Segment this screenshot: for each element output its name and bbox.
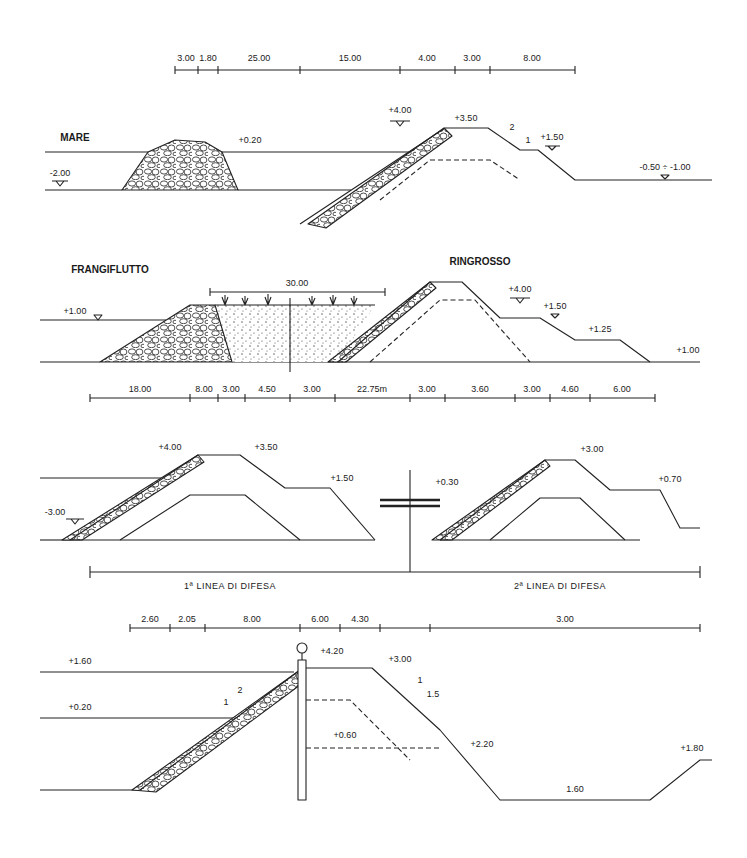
dimension-value: 3.00 xyxy=(522,384,542,394)
level-mark: +4.00 xyxy=(388,105,413,115)
dimension-value: 3.00 xyxy=(176,53,196,63)
level-mark: +4.20 xyxy=(320,646,345,656)
slope-ratio: 2 xyxy=(236,685,243,695)
dimension-value: 8.00 xyxy=(522,53,542,63)
section-name: MARE xyxy=(59,132,90,144)
slope-ratio: 1 xyxy=(416,675,423,685)
level-mark: +1.80 xyxy=(680,743,705,753)
level-mark: +0.20 xyxy=(238,135,263,145)
level-mark: +0.30 xyxy=(435,477,460,487)
dimension-value: 3.60 xyxy=(470,384,490,394)
defense-line-label: 1ª LINEA DI DIFESA xyxy=(183,581,277,591)
dimension-value: 4.50 xyxy=(257,384,277,394)
dimension-value: 4.30 xyxy=(350,614,370,624)
section-name: RINGROSSO xyxy=(448,256,511,268)
level-mark: +3.00 xyxy=(388,654,413,664)
level-mark: +0.60 xyxy=(333,730,358,740)
level-mark: +1.50 xyxy=(543,301,568,311)
dimension-value: 6.00 xyxy=(612,384,632,394)
dimension-value: 6.00 xyxy=(310,614,330,624)
level-mark: -2.00 xyxy=(49,168,72,178)
level-mark: -3.00 xyxy=(44,507,67,517)
dimension-value: 3.00 xyxy=(462,53,482,63)
level-mark: +1.25 xyxy=(588,324,613,334)
dimension-value: 3.00 xyxy=(417,384,437,394)
level-mark: 1.60 xyxy=(565,784,585,794)
level-mark: +3.00 xyxy=(580,444,605,454)
slope-ratio: 1 xyxy=(524,135,531,145)
defense-line-label: 2ª LINEA DI DIFESA xyxy=(513,581,607,591)
dimension-value: 18.00 xyxy=(128,384,153,394)
level-mark: -0.50 ÷ -1.00 xyxy=(639,162,692,172)
dimension-value: 30.00 xyxy=(285,278,310,288)
level-mark: +1.60 xyxy=(68,656,93,666)
dimension-value: 4.60 xyxy=(560,384,580,394)
level-mark: +4.00 xyxy=(508,284,533,294)
slope-ratio: 1 xyxy=(222,697,229,707)
level-mark: +3.50 xyxy=(454,113,479,123)
dimension-value: 22.75m xyxy=(356,384,388,394)
section-name: FRANGIFLUTTO xyxy=(70,264,150,276)
level-mark: +1.50 xyxy=(540,132,565,142)
dimension-value: 2.05 xyxy=(177,614,197,624)
level-mark: +0.20 xyxy=(68,702,93,712)
dimension-value: 4.00 xyxy=(417,53,437,63)
dimension-value: 3.00 xyxy=(221,384,241,394)
dimension-value: 8.00 xyxy=(242,614,262,624)
slope-ratio: 1.5 xyxy=(426,689,441,699)
level-mark: +2.20 xyxy=(470,739,495,749)
slope-ratio: 2 xyxy=(508,122,515,132)
level-mark: +0.70 xyxy=(658,474,683,484)
level-mark: +1.50 xyxy=(330,473,355,483)
level-mark: +1.00 xyxy=(63,306,88,316)
dimension-value: 25.00 xyxy=(247,53,272,63)
dimension-value: 1.80 xyxy=(198,53,218,63)
level-mark: +1.00 xyxy=(676,345,701,355)
dimension-value: 3.00 xyxy=(555,614,575,624)
dimension-value: 15.00 xyxy=(338,53,363,63)
dimension-value: 2.60 xyxy=(140,614,160,624)
dimension-value: 8.00 xyxy=(194,384,214,394)
level-mark: +3.50 xyxy=(254,442,279,452)
dimension-value: 3.00 xyxy=(302,384,322,394)
level-mark: +4.00 xyxy=(158,442,183,452)
